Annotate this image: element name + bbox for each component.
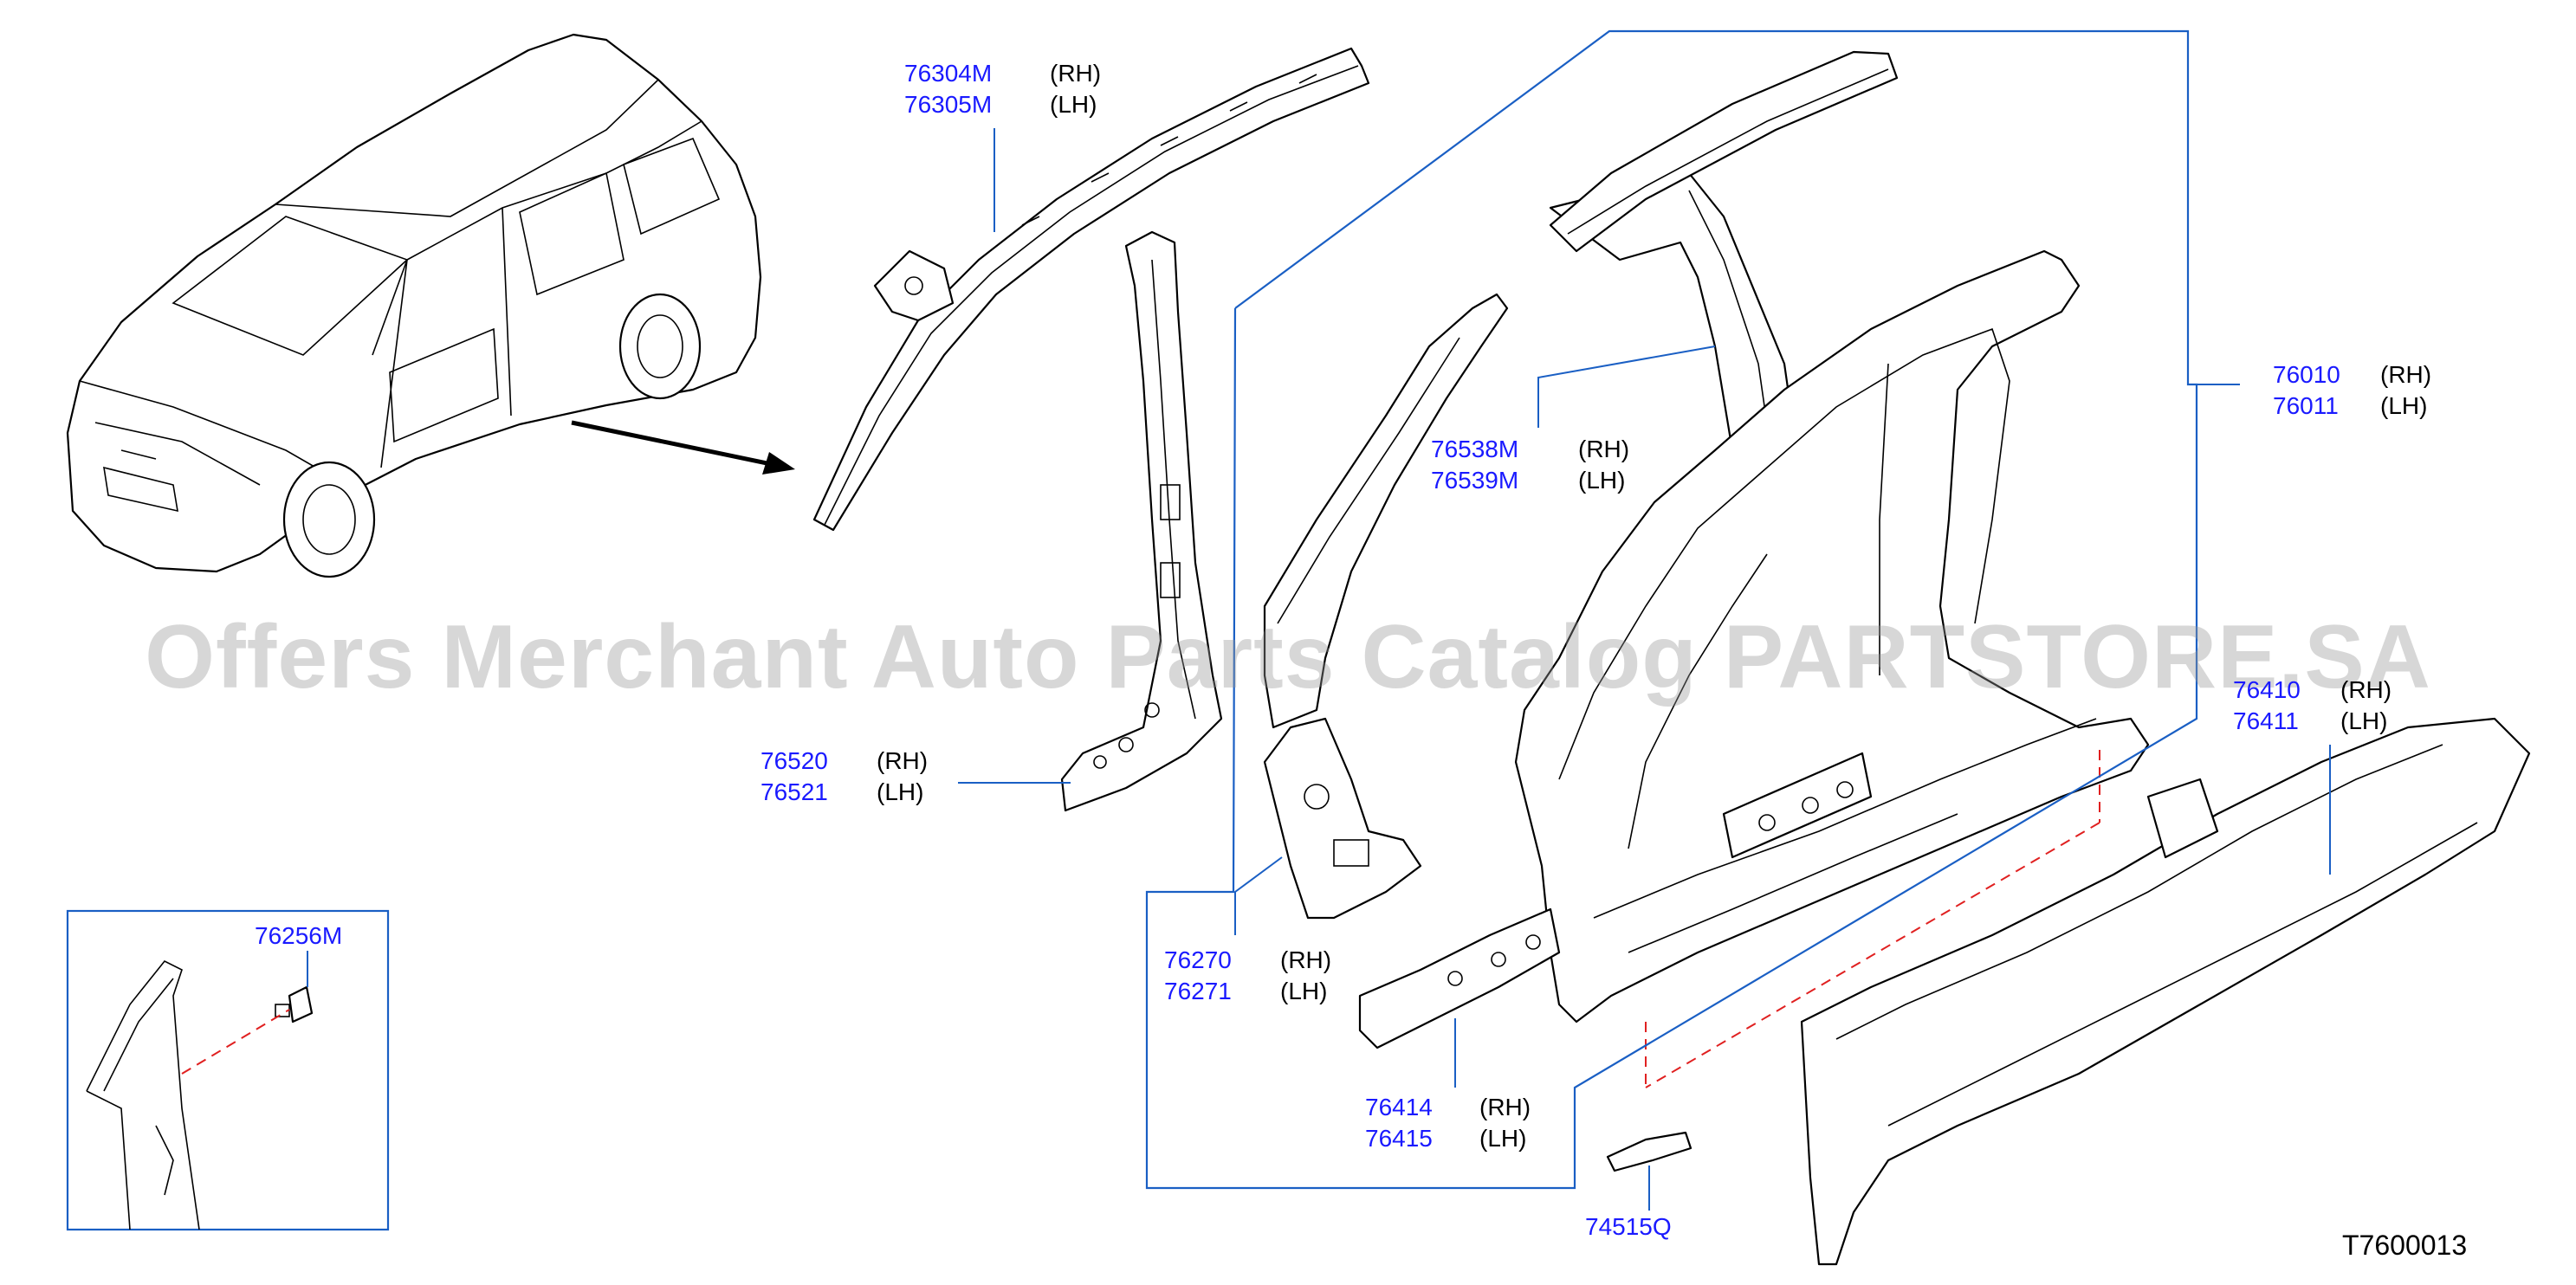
side-label-rh: (RH)	[877, 747, 929, 774]
body-side-outer-part	[1514, 249, 2150, 1023]
side-label-rh: (RH)	[2380, 361, 2432, 388]
part-number-76521[interactable]: 76521	[761, 778, 828, 805]
side-label-lh: (LH)	[1280, 978, 1328, 1004]
side-label-lh: (LH)	[1578, 467, 1626, 494]
part-number-76256M[interactable]: 76256M	[255, 922, 343, 949]
vehicle-illustration	[66, 33, 762, 578]
side-label-lh: (LH)	[1050, 91, 1097, 118]
part-number-76271[interactable]: 76271	[1164, 978, 1232, 1004]
part-number-76520[interactable]: 76520	[761, 747, 828, 774]
part-number-76270[interactable]: 76270	[1164, 946, 1232, 973]
a-pillar-part	[1060, 230, 1223, 812]
part-number-76414[interactable]: 76414	[1365, 1094, 1433, 1120]
side-label-lh: (LH)	[1479, 1125, 1527, 1152]
part-number-76304M[interactable]: 76304M	[904, 60, 993, 87]
part-number-76305M[interactable]: 76305M	[904, 91, 993, 118]
part-number-76539M[interactable]: 76539M	[1431, 467, 1519, 494]
side-label-lh: (LH)	[2340, 707, 2388, 734]
part-number-76410[interactable]: 76410	[2233, 676, 2301, 703]
part-number-76010[interactable]: 76010	[2273, 361, 2340, 388]
side-label-lh: (LH)	[877, 778, 924, 805]
side-label-rh: (RH)	[1479, 1094, 1531, 1120]
side-label-rh: (RH)	[2340, 676, 2392, 703]
clip-inset	[66, 909, 390, 1231]
part-number-76411[interactable]: 76411	[2233, 707, 2299, 734]
part-number-76538M[interactable]: 76538M	[1431, 436, 1519, 462]
side-label-lh: (LH)	[2380, 392, 2428, 419]
side-label-rh: (RH)	[1280, 946, 1332, 973]
part-number-76415[interactable]: 76415	[1365, 1125, 1433, 1152]
side-label-rh: (RH)	[1050, 60, 1102, 87]
roof-rail-part	[812, 47, 1370, 532]
part-number-76011[interactable]: 76011	[2273, 392, 2339, 419]
diagram-reference-code: T7600013	[2342, 1230, 2468, 1261]
small-bracket-part	[1606, 1131, 1693, 1172]
side-label-rh: (RH)	[1578, 436, 1630, 462]
arrow-pointer	[571, 420, 795, 475]
sill-outer-part	[1800, 717, 2531, 1266]
front-pillar-inner-part	[1263, 293, 1509, 920]
sill-reinforcement-part	[1358, 907, 1561, 1049]
part-number-74515Q[interactable]: 74515Q	[1585, 1213, 1672, 1240]
